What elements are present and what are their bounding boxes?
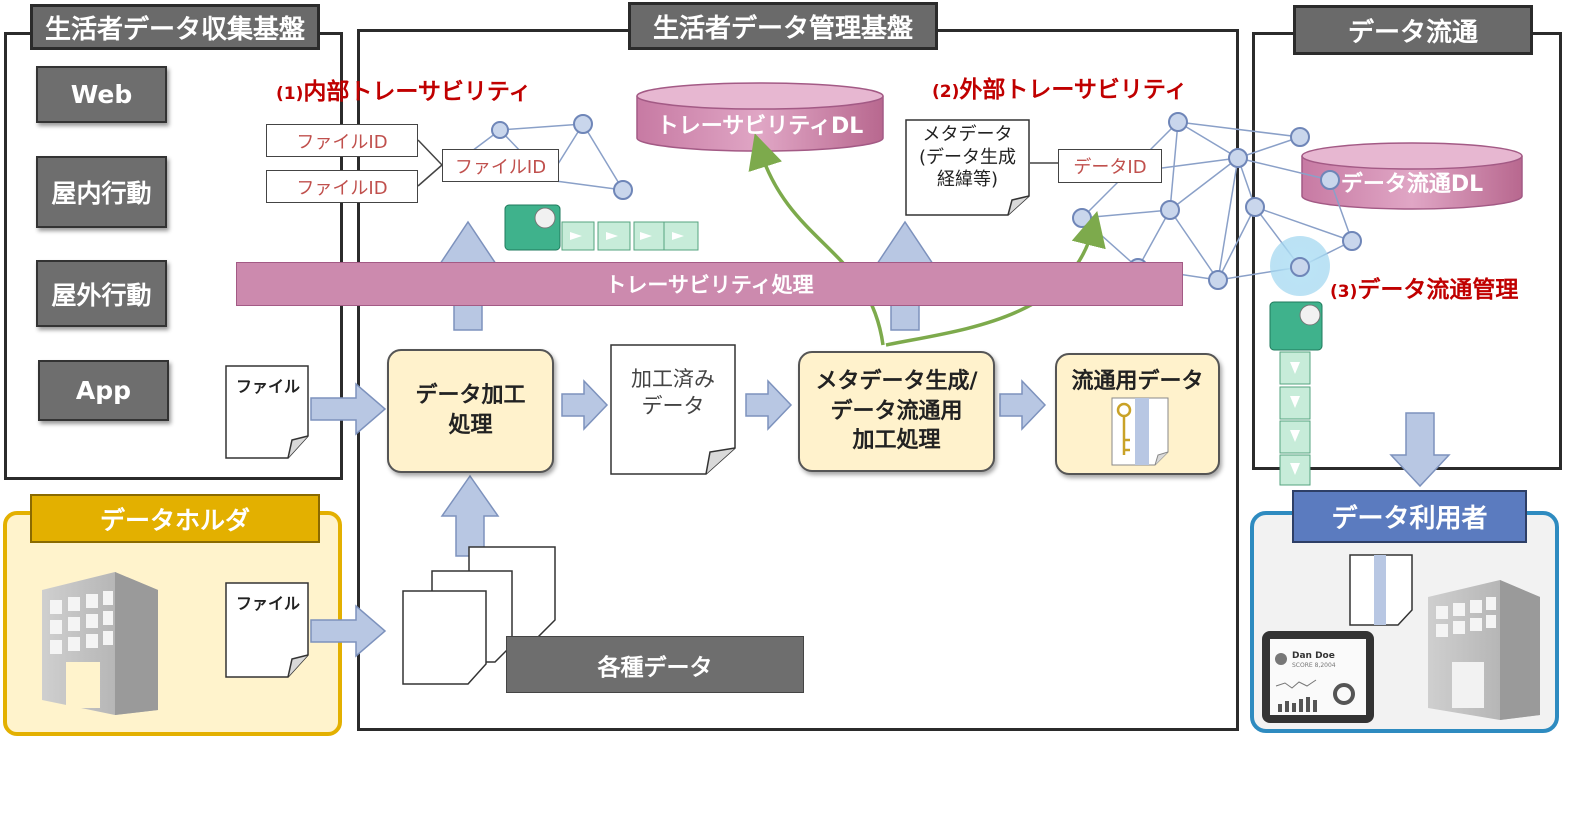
data-processing-line: データ加工 (415, 383, 526, 409)
user-building-icon (1428, 580, 1540, 720)
tablet-user-name: Dan Doe (1292, 651, 1335, 661)
trace-dl-cylinder (636, 82, 884, 152)
source-web: Web (36, 66, 167, 123)
processed-data-doc: 加工済み データ (611, 366, 735, 421)
data-processing-box: データ加工 処理 (387, 349, 554, 473)
file-id-box: ファイルID (266, 124, 418, 157)
flow-dl-label: データ流通DL (1340, 172, 1484, 197)
holder-title: データホルダ (30, 494, 320, 543)
distribution-title: データ流通 (1293, 5, 1533, 55)
trace-dl-label: トレーサビリティDL (656, 114, 864, 139)
fileid-connectors (417, 139, 1058, 187)
file-id-box: ファイルID (266, 170, 418, 203)
flow-management-title: (3)データ流通管理 (1330, 270, 1518, 304)
metadata-generation-line: 加工処理 (852, 428, 941, 454)
internal-trace-prefix: (1) (276, 84, 304, 104)
source-indoor: 屋内行動 (36, 156, 167, 228)
misc-data-label: 各種データ (506, 636, 804, 693)
data-id-box: データID (1058, 149, 1162, 183)
user-doc-stripe (1374, 555, 1386, 625)
internal-processor (504, 204, 699, 251)
file-label-holder: ファイル (236, 594, 301, 613)
external-trace-prefix: (2) (932, 82, 960, 102)
user-title: データ利用者 (1292, 490, 1527, 543)
source-outdoor: 屋外行動 (36, 260, 167, 327)
meta-note-line: (データ生成 (918, 146, 1017, 168)
flow-management-prefix: (3) (1330, 282, 1358, 302)
data-processing-line: 処理 (448, 413, 493, 438)
meta-note-line: 経緯等) (936, 169, 999, 190)
source-app: App (38, 360, 169, 421)
meta-note-line: メタデータ (922, 124, 1013, 145)
tablet-user-score: SCORE 8,2004 (1292, 662, 1336, 669)
metadata-generation-box: メタデータ生成/ データ流通用 加工処理 (798, 351, 995, 472)
flow-management-text: データ流通管理 (1357, 277, 1519, 303)
metadata-generation-line: データ流通用 (830, 398, 963, 424)
file-label: ファイル (236, 377, 301, 396)
metadata-generation-line: メタデータ生成/ (815, 368, 978, 394)
collection-title: 生活者データ収集基盤 (30, 4, 320, 50)
external-trace-text: 外部トレーサビリティ (959, 77, 1188, 103)
processed-data-line: データ (641, 394, 705, 419)
green-arrow-to-dl (748, 133, 885, 346)
internal-nodes (491, 114, 633, 200)
processed-data-line: 加工済み (631, 367, 715, 391)
management-title: 生活者データ管理基盤 (628, 2, 938, 50)
documents (225, 119, 1413, 685)
tablet-icon (1262, 631, 1374, 723)
trace-processing-bar: トレーサビリティ処理 (236, 262, 1183, 306)
green-arrow-to-network (885, 211, 1106, 347)
file-id-box: ファイルID (442, 149, 559, 182)
flow-processor (1269, 301, 1323, 486)
internal-trace-title: (1)内部トレーサビリティ (276, 72, 532, 106)
meta-note: メタデータ (データ生成 経緯等) (906, 124, 1029, 192)
internal-trace-text: 内部トレーサビリティ (303, 79, 532, 105)
distribution-data-box: 流通用データ (1055, 353, 1220, 475)
external-trace-title: (2)外部トレーサビリティ (932, 70, 1188, 104)
flow-dl-cylinder (1301, 142, 1523, 210)
holder-building-icon (42, 572, 158, 715)
distribution-data-label: 流通用データ (1071, 369, 1204, 394)
